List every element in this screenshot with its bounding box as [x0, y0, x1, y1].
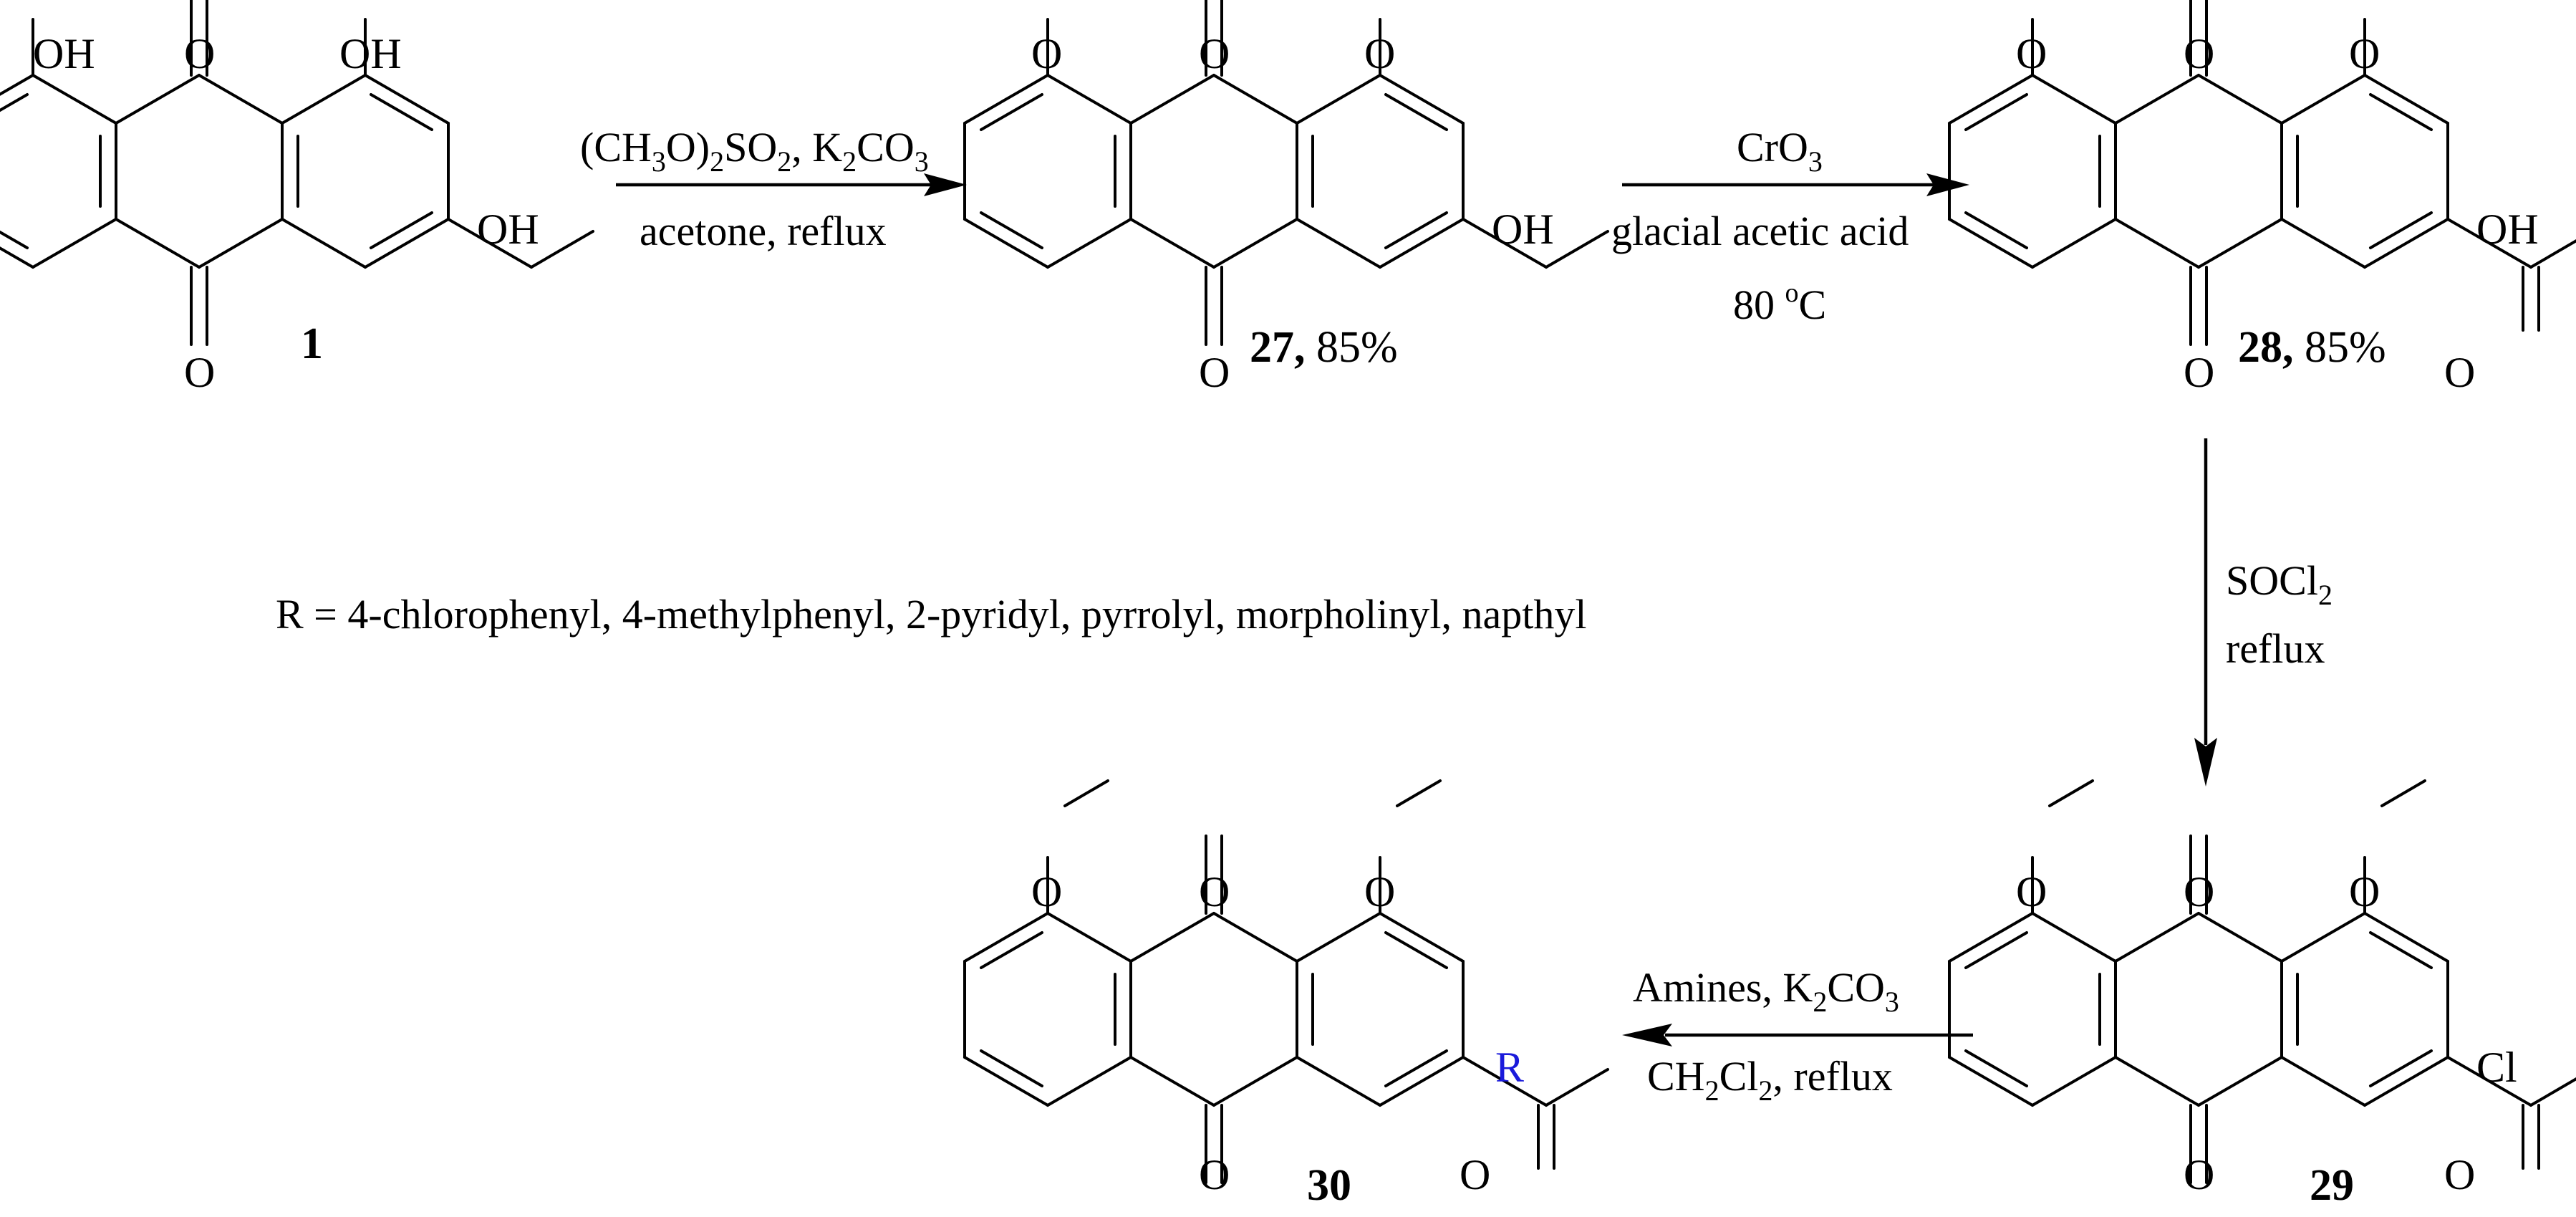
- compound-27: O O O O OH 27, 85%: [963, 0, 1609, 396]
- c27-oh-side: OH: [1492, 206, 1554, 253]
- compound-28: O O O O OH O 28, 85%: [1948, 0, 2576, 396]
- reaction-step-1: (CH3O)2SO2, K2CO3 acetone, reflux: [580, 124, 967, 254]
- c28-ome-left-o: O: [2016, 30, 2047, 77]
- c27-ome-left-o: O: [1031, 30, 1062, 77]
- c1-carbonyl-top: O: [184, 30, 215, 77]
- compound-1: OH OH O O OH 1: [0, 0, 594, 396]
- c29-carbonyl-top: O: [2184, 868, 2214, 915]
- c1-oh-left: OH: [33, 30, 95, 77]
- c30-acyl-o: O: [1460, 1151, 1490, 1198]
- step3-reagents: SOCl2: [2226, 557, 2333, 611]
- c28-acid-o: O: [2444, 349, 2475, 396]
- c27-carbonyl-top: O: [1199, 30, 1230, 77]
- c29-carbonyl-bottom: O: [2184, 1151, 2214, 1198]
- compound-label-29: 29: [2310, 1161, 2354, 1210]
- compound-label-1: 1: [301, 319, 323, 368]
- compound-29: O O O O Cl O 29: [1948, 779, 2576, 1210]
- reaction-step-4: Amines, K2CO3 CH2Cl2, reflux: [1622, 964, 1973, 1107]
- step2-solvent: glacial acetic acid: [1611, 208, 1909, 254]
- reaction-step-2: CrO3 glacial acetic acid 80 oC: [1611, 124, 1969, 328]
- c28-carbonyl-top: O: [2184, 30, 2214, 77]
- c1-oh-side: OH: [477, 206, 539, 253]
- c29-ome-left-o: O: [2016, 868, 2047, 915]
- arrowhead-step-4: [1622, 1024, 1672, 1047]
- c28-acid-oh: OH: [2476, 206, 2539, 253]
- c30-carbonyl-top: O: [1199, 868, 1230, 915]
- step2-temperature: 80 oC: [1733, 278, 1826, 328]
- reaction-step-3: SOCl2 reflux: [2194, 438, 2333, 787]
- step2-reagents: CrO3: [1737, 124, 1823, 178]
- c29-ome-right-o: O: [2349, 868, 2380, 915]
- c1-carbonyl-bottom: O: [184, 349, 215, 396]
- c1-oh-right: OH: [339, 30, 402, 77]
- c30-ome-right-o: O: [1364, 868, 1395, 915]
- step1-solvent: acetone, reflux: [640, 208, 887, 254]
- c30-r-group: R: [1495, 1044, 1524, 1091]
- c28-carbonyl-bottom: O: [2184, 349, 2214, 396]
- c30-ome-left-o: O: [1031, 868, 1062, 915]
- step1-reagents: (CH3O)2SO2, K2CO3: [580, 124, 929, 178]
- arrowhead-step-1: [924, 173, 967, 196]
- step4-solvent: CH2Cl2, reflux: [1647, 1053, 1893, 1107]
- step4-reagents: Amines, K2CO3: [1633, 964, 1899, 1018]
- c27-carbonyl-bottom: O: [1199, 349, 1230, 396]
- r-group-definition: R = 4-chlorophenyl, 4-methylphenyl, 2-py…: [276, 591, 1586, 638]
- compound-30: O O O O R O 30: [963, 779, 1609, 1210]
- compound-label-30: 30: [1307, 1161, 1351, 1210]
- c29-acyl-o: O: [2444, 1151, 2475, 1198]
- step3-solvent: reflux: [2226, 625, 2325, 672]
- compound-label-27: 27, 85%: [1250, 323, 1398, 372]
- arrowhead-step-3: [2194, 738, 2217, 787]
- c29-chloride: Cl: [2476, 1044, 2517, 1091]
- c27-ome-right-o: O: [1364, 30, 1395, 77]
- compound-label-28: 28, 85%: [2238, 323, 2386, 372]
- c28-ome-right-o: O: [2349, 30, 2380, 77]
- c30-carbonyl-bottom: O: [1199, 1151, 1230, 1198]
